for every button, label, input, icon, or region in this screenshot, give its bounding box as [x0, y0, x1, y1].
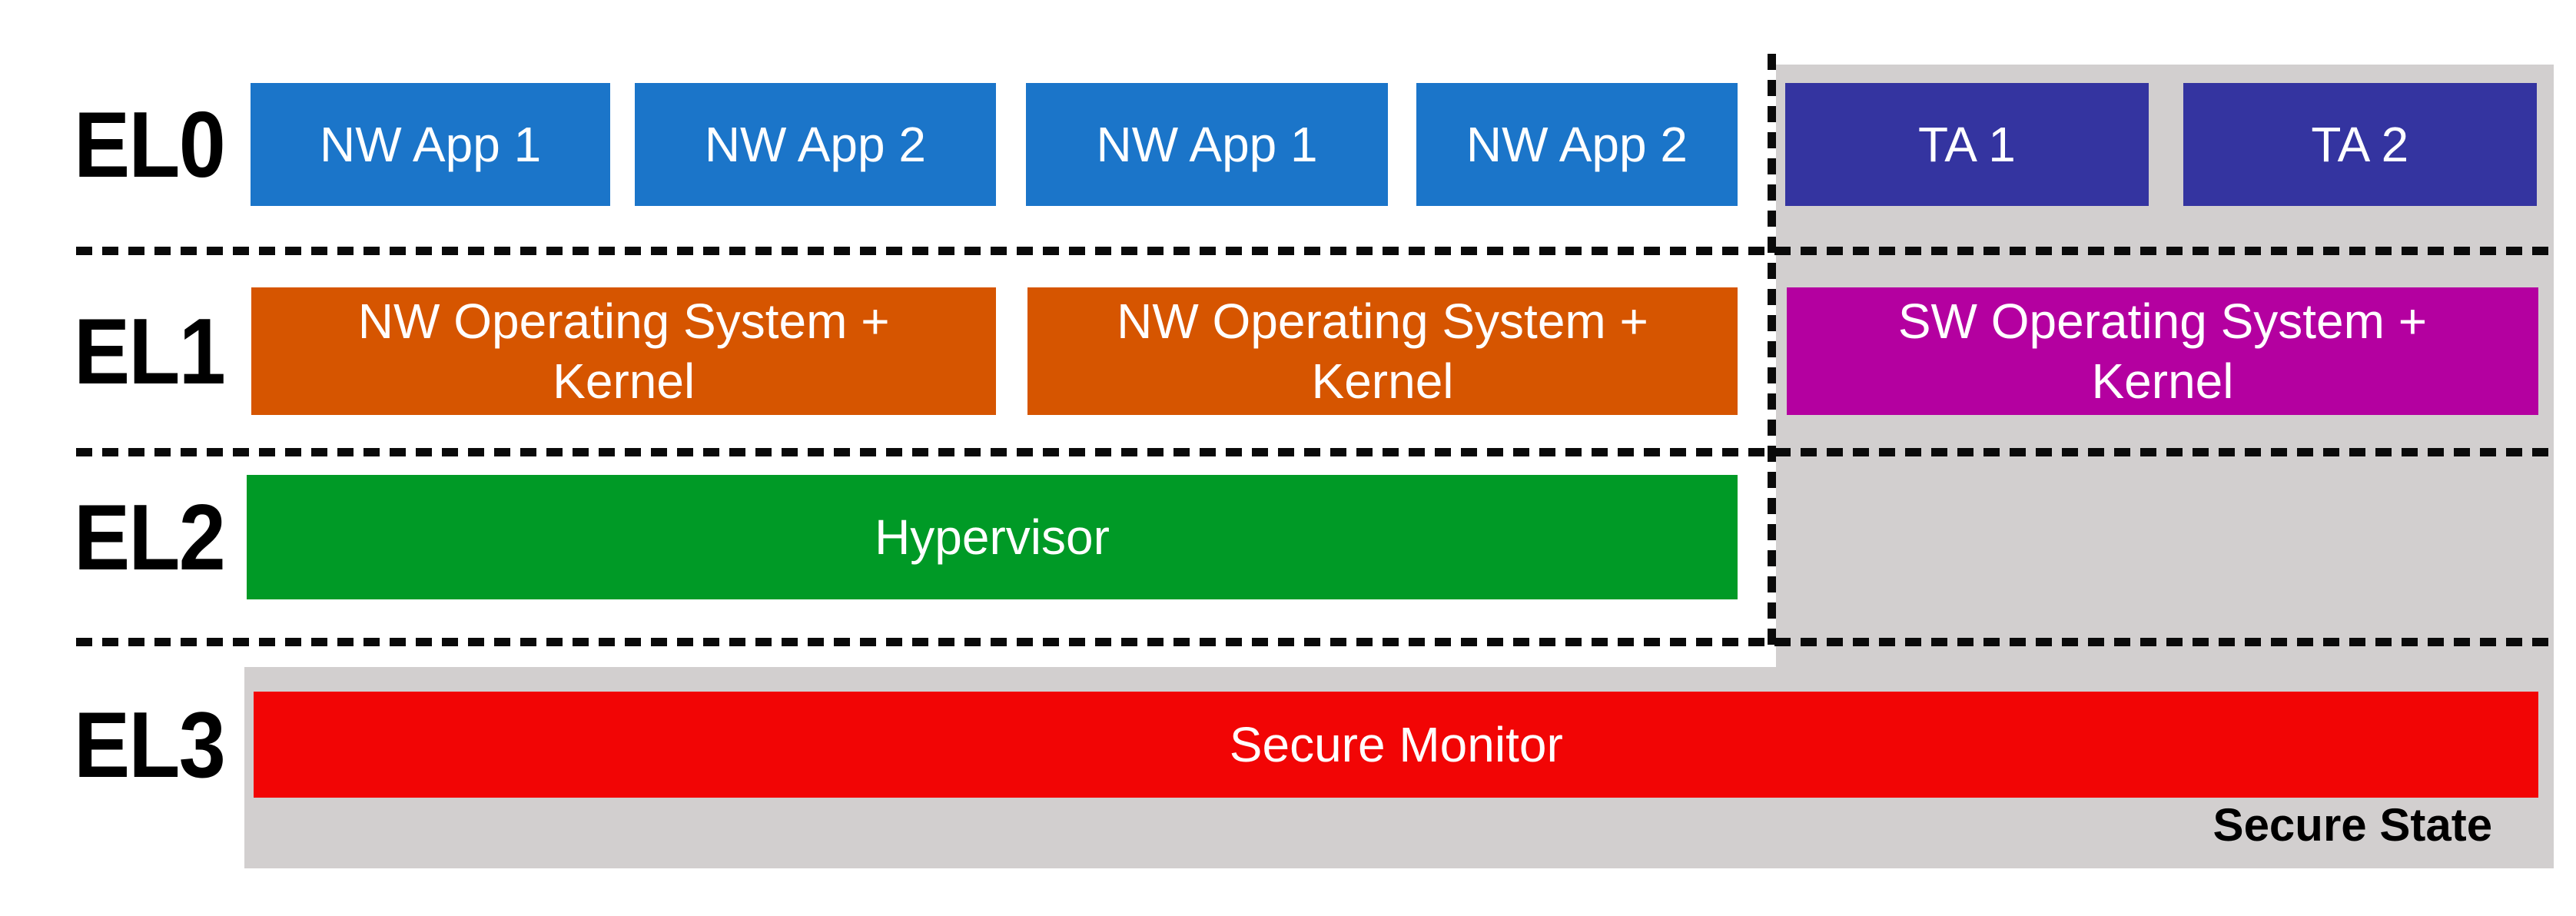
trusted-app-1-box: TA 1 [1784, 82, 2149, 206]
sw-os-line2: Kernel [2091, 353, 2234, 410]
el0-el1-divider [75, 247, 2552, 255]
el0-row-label: EL0 [73, 91, 226, 197]
secure-monitor-box: Secure Monitor [254, 691, 2539, 798]
nw-os-kernel-box: NW Operating System + Kernel [1027, 287, 1738, 416]
nw-os-kernel-box: NW Operating System + Kernel [251, 287, 997, 416]
nw-os-line1: NW Operating System + [357, 294, 890, 350]
nw-os-line2: Kernel [1311, 353, 1454, 410]
el2-row-label: EL2 [73, 484, 226, 589]
sw-os-line1: SW Operating System + [1897, 294, 2428, 350]
nw-app-1-box: NW App 1 [1026, 82, 1389, 206]
trusted-app-2-box: TA 2 [2183, 82, 2537, 206]
el1-el2-divider [75, 448, 2552, 456]
normal-secure-world-divider [1768, 53, 1777, 650]
el2-el3-divider [75, 637, 2552, 646]
nw-app-2-box: NW App 2 [1416, 82, 1738, 206]
hypervisor-box: Hypervisor [247, 475, 1738, 600]
nw-os-line2: Kernel [553, 353, 695, 410]
el3-row-label: EL3 [73, 692, 226, 797]
el1-row-label: EL1 [73, 299, 226, 403]
nw-os-line1: NW Operating System + [1117, 294, 1648, 350]
sw-os-kernel-box: SW Operating System + Kernel [1786, 287, 2539, 416]
secure-state-label: Secure State [2213, 799, 2493, 851]
nw-app-2-box: NW App 2 [634, 82, 996, 206]
nw-app-1-box: NW App 1 [251, 82, 611, 206]
